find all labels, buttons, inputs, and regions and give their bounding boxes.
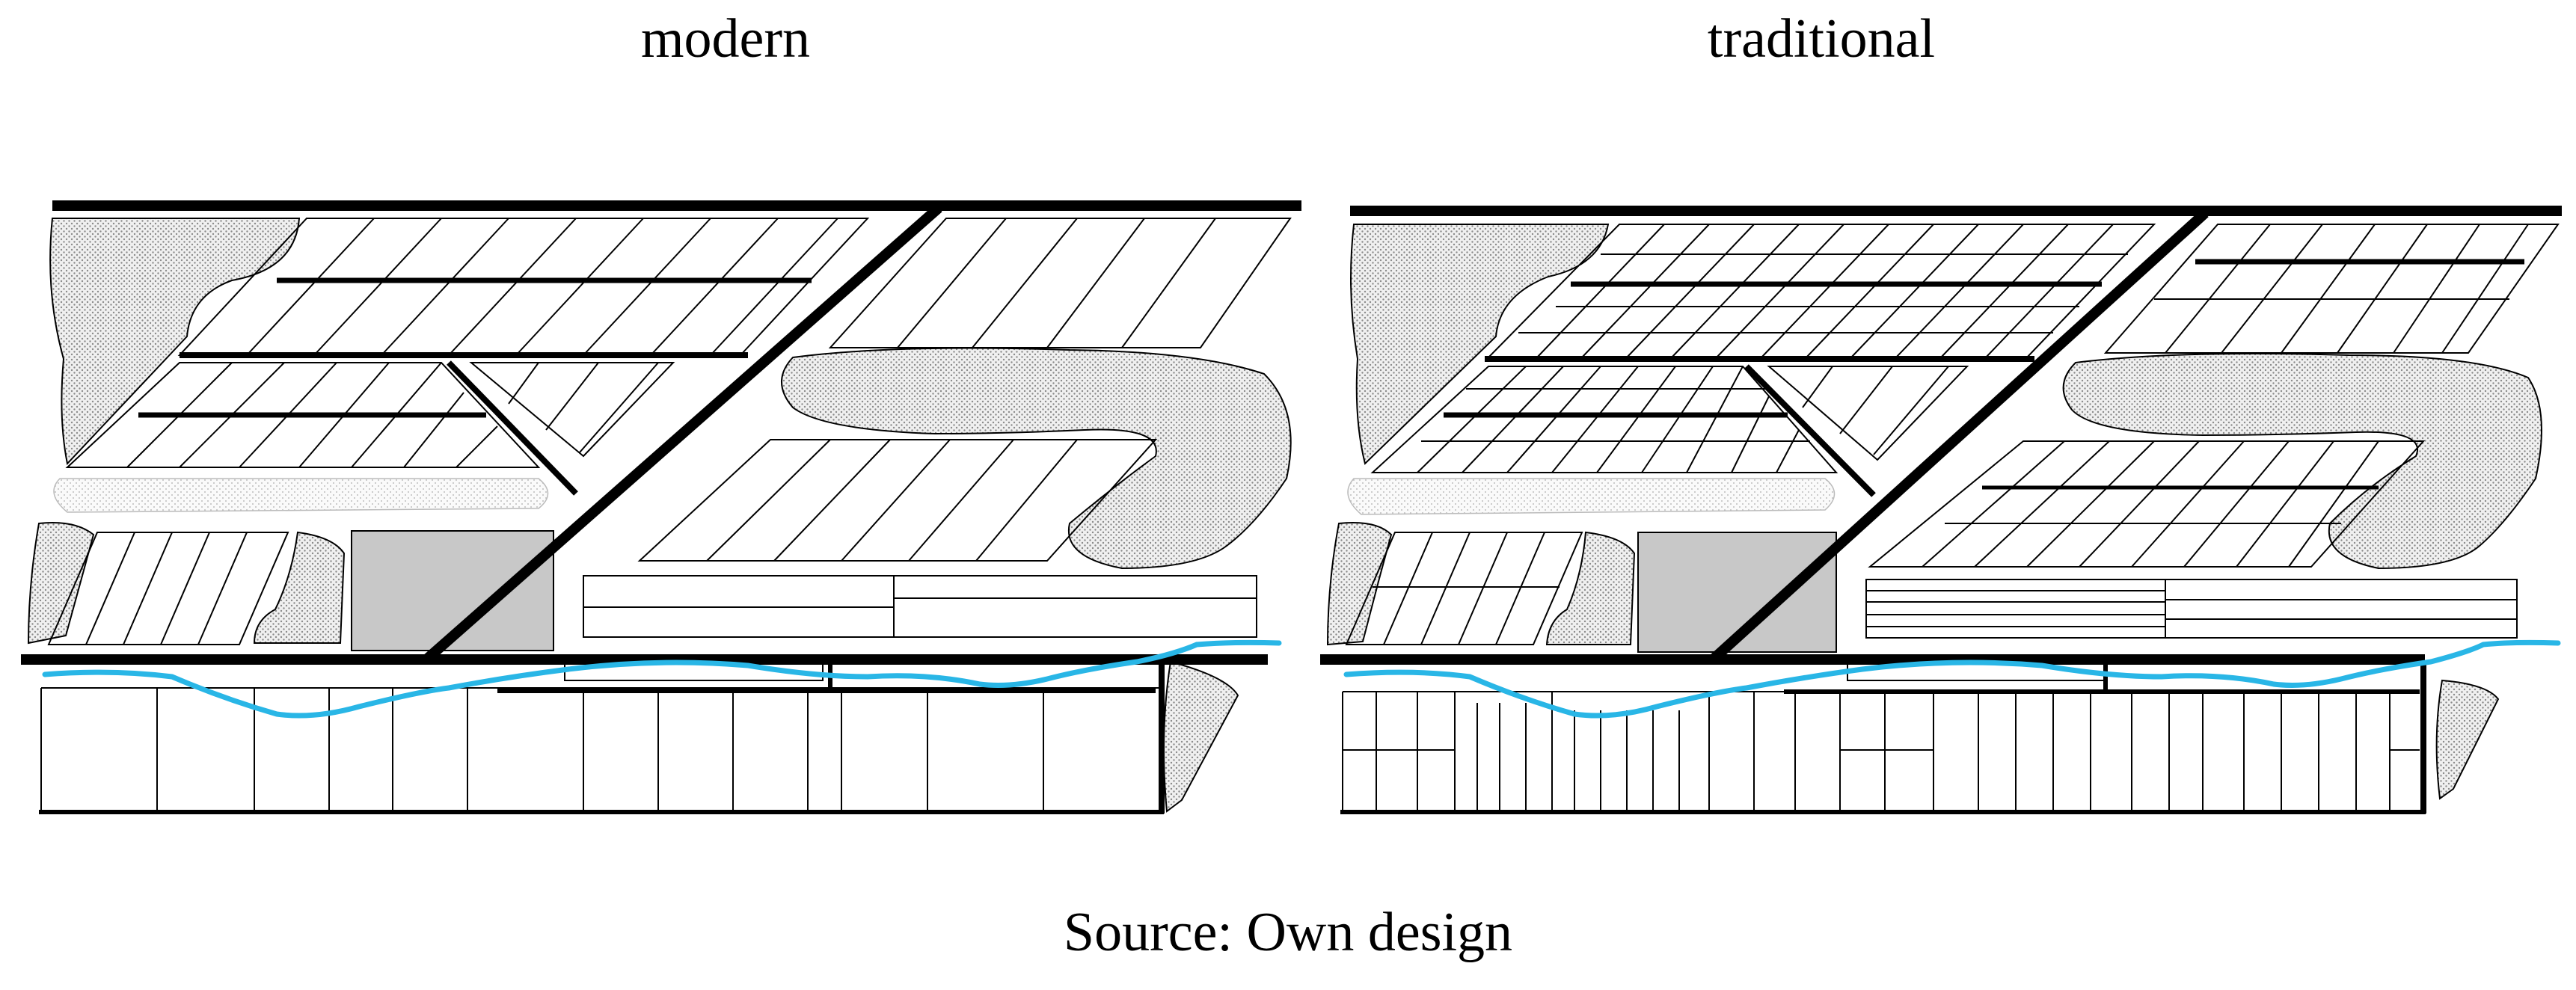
wetland-area (1347, 478, 1836, 515)
wetland-area (1350, 224, 1610, 465)
field (1370, 366, 1839, 473)
wetland-area (781, 347, 1292, 570)
field (1865, 579, 2518, 639)
modern-panel-title: modern (640, 8, 811, 70)
field (2103, 224, 2560, 354)
wetland-area (2435, 679, 2500, 800)
field (1868, 440, 2426, 568)
wetland-area (53, 478, 549, 513)
field (1767, 366, 1969, 461)
field (1345, 532, 1583, 645)
modern-landscape-panel (21, 200, 1301, 814)
wetland-area (1326, 522, 1393, 646)
traditional-panel-title: traditional (1707, 8, 1936, 70)
road (1744, 364, 1876, 497)
wetland-area (253, 531, 346, 644)
wetland-area (2062, 352, 2542, 570)
road (447, 360, 578, 496)
river (42, 639, 1282, 719)
road (423, 203, 942, 664)
wetland-area (27, 522, 95, 645)
traditional-landscape-panel (1320, 206, 2562, 814)
source-caption: Source: Own design (1063, 902, 1513, 963)
wetland-area (49, 218, 301, 466)
field (637, 439, 1158, 562)
wetland-area (1545, 531, 1636, 645)
field (469, 362, 675, 458)
road (1709, 209, 2209, 664)
field (65, 362, 541, 468)
field (583, 575, 1257, 638)
field (47, 532, 289, 645)
field (828, 218, 1292, 348)
river (1343, 639, 2561, 719)
field-strip (1342, 663, 2420, 811)
wetland-area (1163, 660, 1239, 813)
field (177, 218, 870, 356)
